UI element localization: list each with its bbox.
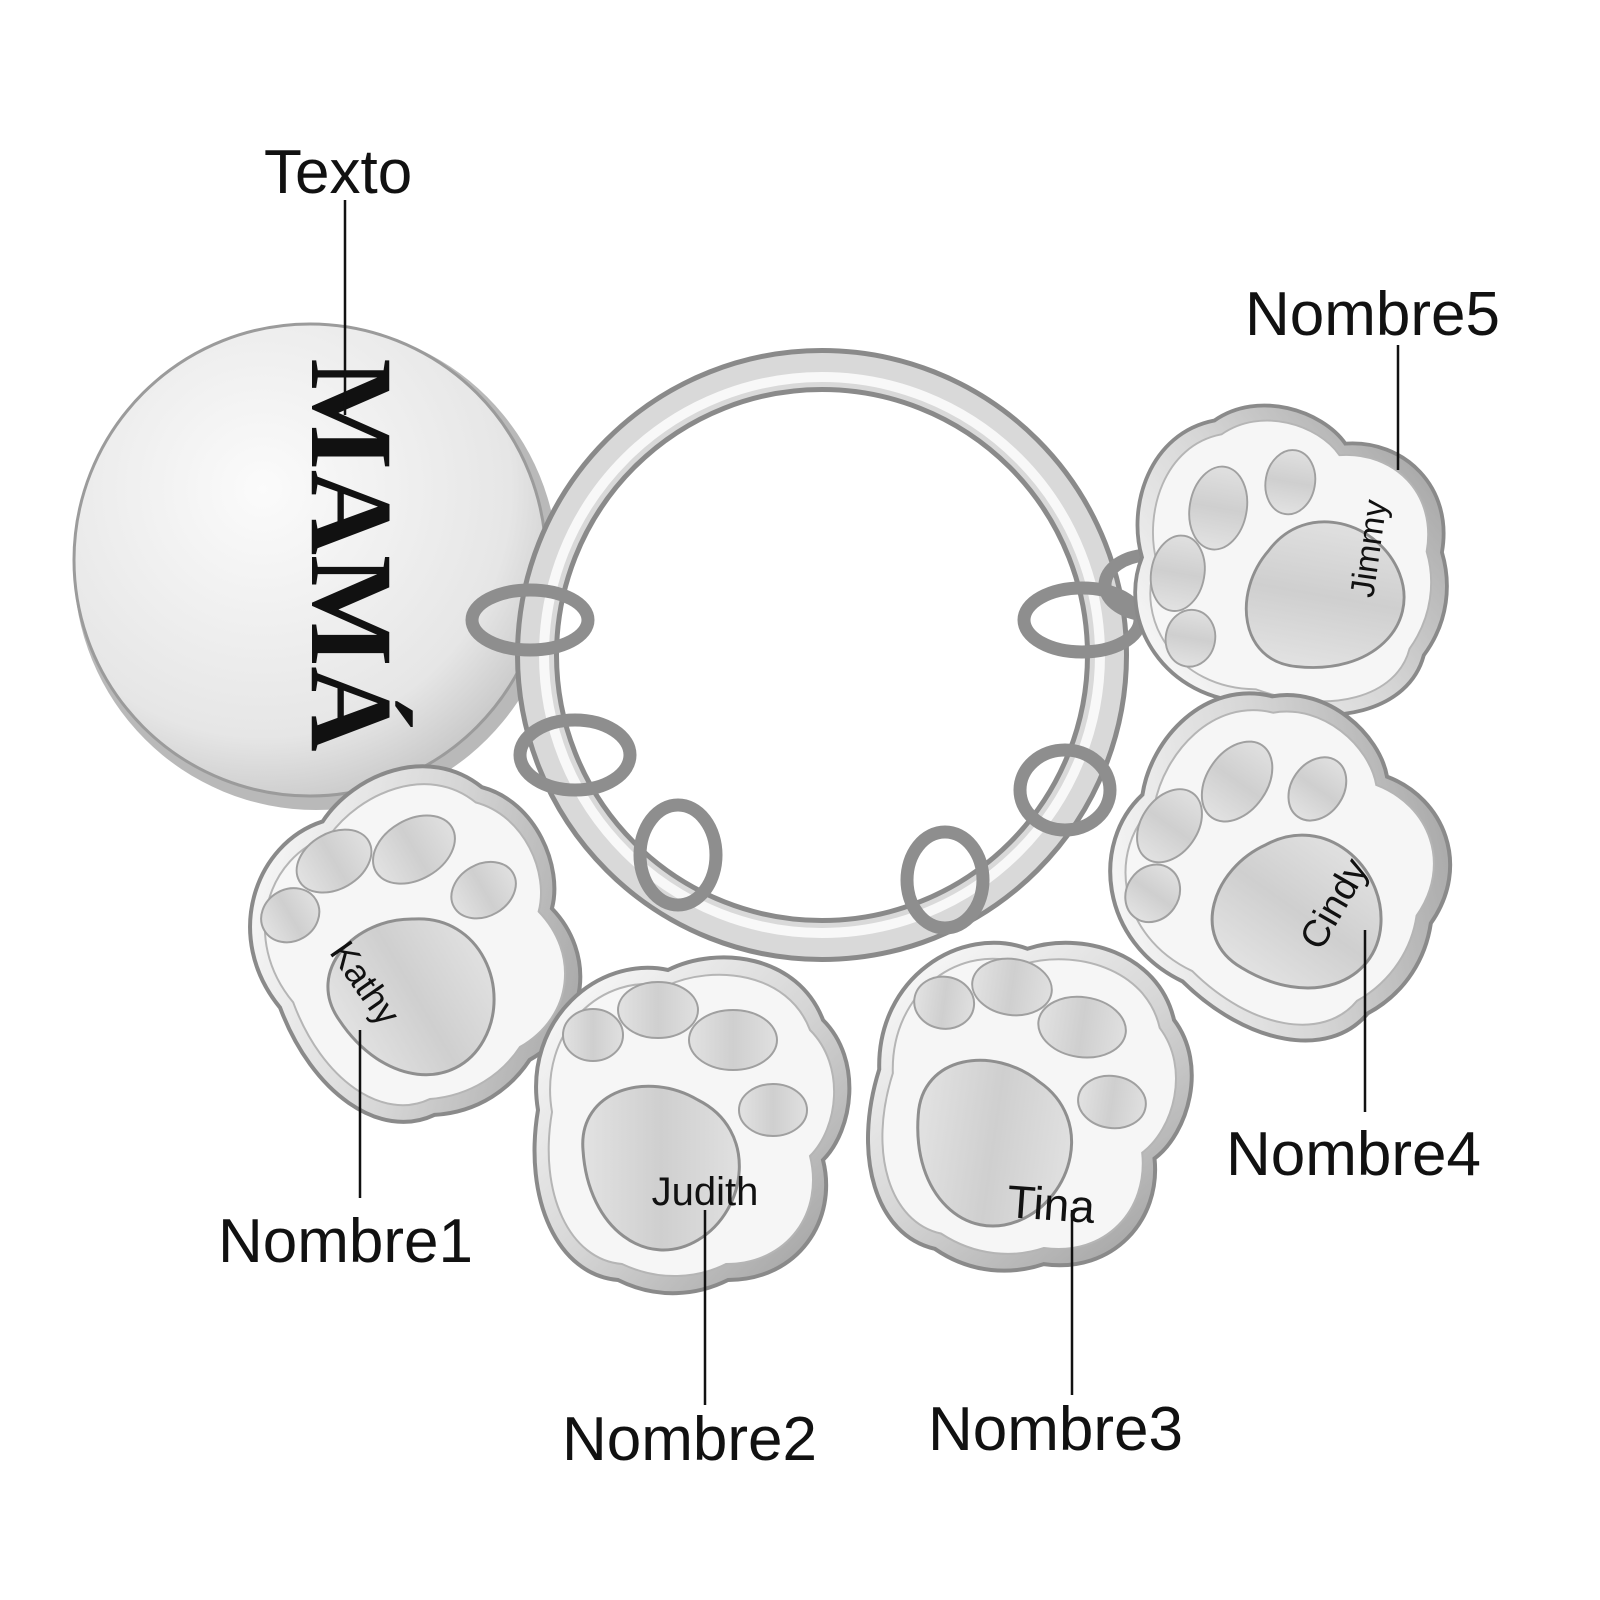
- label-nombre2: Nombre2: [562, 1405, 817, 1474]
- disc-engraving: MAMÁ: [286, 358, 417, 751]
- label-nombre5: Nombre5: [1245, 280, 1500, 349]
- leader-lines: [343, 200, 1400, 1405]
- split-ring: [515, 348, 1129, 962]
- label-nombre3: Nombre3: [928, 1395, 1183, 1464]
- paw-3-engraving: Tina: [1006, 1175, 1098, 1233]
- disc-pendant: MAMÁ: [72, 322, 558, 810]
- paw-charm-2: [532, 955, 852, 1296]
- paw-charm-5: [1106, 383, 1477, 738]
- label-texto: Texto: [264, 138, 412, 207]
- paw-charm-3: [848, 915, 1211, 1297]
- label-nombre4: Nombre4: [1226, 1120, 1481, 1189]
- label-nombre1: Nombre1: [218, 1207, 473, 1276]
- paw-2-engraving: Judith: [652, 1170, 759, 1214]
